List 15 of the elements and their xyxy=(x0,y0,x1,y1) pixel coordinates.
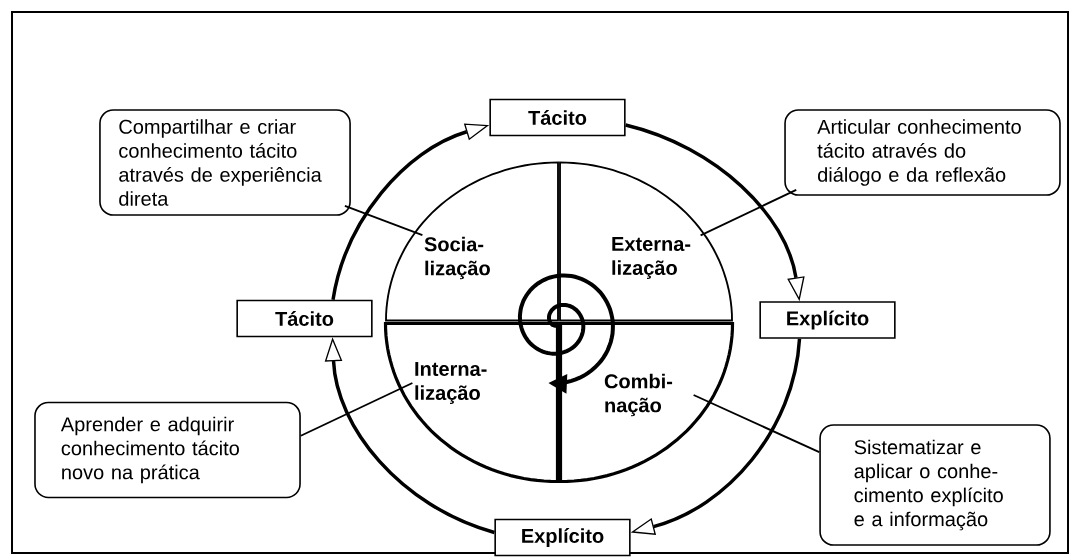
leader-line xyxy=(699,188,798,237)
label-box: Explícito xyxy=(759,301,896,339)
label-box: Tácito xyxy=(236,299,373,338)
quadrant-label: Combi- nação xyxy=(604,373,673,417)
label-box: Tácito xyxy=(489,98,626,137)
callout-bubble: Compartilhar e criar conhecimento tácito através de experiência direta xyxy=(99,109,351,216)
callout-bubble: Sistematizar e aplicar o conhe- cimento explícito e a informação xyxy=(819,424,1051,546)
label-box: Explícito xyxy=(494,518,631,557)
leader-line xyxy=(299,382,414,437)
callout-bubble: Articular conhecimento tácito através do diálogo e da reflexão xyxy=(784,109,1061,196)
callout-bubble: Aprender e adquirir conhecimento tácito novo na prática xyxy=(34,401,301,499)
quadrant-label: Interna- lização xyxy=(415,362,487,404)
quadrant-label: Externa- lização xyxy=(612,237,691,279)
leader-line xyxy=(343,204,424,236)
quadrant-label: Socia- lização xyxy=(424,236,490,280)
